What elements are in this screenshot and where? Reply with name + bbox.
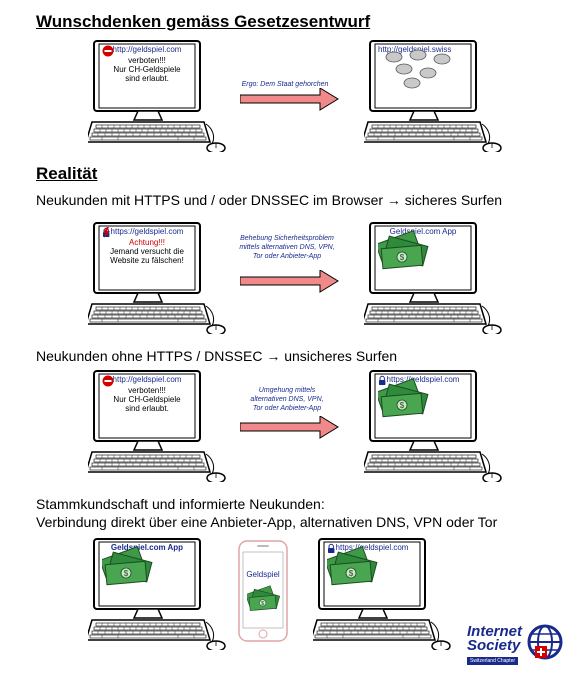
smartphone: Geldspiel bbox=[238, 540, 288, 642]
arrow-label-line: alternativen DNS, VPN, bbox=[250, 396, 324, 403]
computer-https: https://geldspiel.com bbox=[313, 538, 458, 650]
computer-blocked: http://geldspiel.com verboten!!! Nur CH-… bbox=[88, 40, 233, 152]
url-text: https://geldspiel.com bbox=[110, 227, 184, 236]
stop-icon bbox=[102, 375, 114, 387]
screen: http://geldspiel.com verboten!!! Nur CH-… bbox=[102, 375, 192, 437]
computer-app: Geldspiel.com App bbox=[364, 222, 509, 334]
url-text: https://geldspiel.com bbox=[335, 543, 409, 552]
screen: http://geldspiel.com verboten!!! Nur CH-… bbox=[102, 45, 192, 107]
blocked-text: verboten!!! bbox=[128, 386, 166, 395]
money-icon bbox=[247, 585, 280, 611]
arrow-label-line: Behebung Sicherheitsproblem bbox=[240, 235, 334, 242]
blocked-line: Nur CH-Geldspiele bbox=[113, 65, 181, 74]
globe-icon bbox=[527, 624, 563, 660]
url-text: http://geldspiel.com bbox=[112, 45, 182, 54]
stop-icon bbox=[102, 45, 114, 57]
app-title: Geldspiel.com App bbox=[389, 227, 457, 236]
right-arrow-icon bbox=[240, 416, 339, 439]
lightning-icon bbox=[103, 227, 110, 238]
money-icon bbox=[102, 546, 153, 586]
section-subtitle: Neukunden mit HTTPS und / oder DNSSEC im… bbox=[36, 192, 503, 208]
screen: https://geldspiel.com bbox=[378, 375, 468, 437]
screen: Geldspiel.com App bbox=[378, 227, 468, 289]
right-arrow-icon bbox=[240, 270, 339, 293]
url-text: https://geldspiel.com bbox=[386, 375, 460, 384]
money-icon bbox=[378, 230, 429, 270]
computer-app: Geldspiel.com App bbox=[88, 538, 233, 650]
reality-heading: Realität bbox=[36, 164, 98, 183]
logo-text: Society bbox=[467, 637, 521, 654]
url-text: http://geldspiel.swiss bbox=[378, 45, 452, 54]
screen: Geldspiel.com App bbox=[102, 543, 192, 605]
arrow-label-line: Tor oder Anbieter-App bbox=[252, 253, 322, 260]
money-icon bbox=[378, 378, 429, 418]
logo-text: Internet bbox=[467, 623, 523, 640]
warning-line: Website zu fälschen! bbox=[110, 256, 184, 265]
page-title: Wunschdenken gemäss Gesetzesentwurf bbox=[36, 12, 371, 31]
arrow-label: Behebung Sicherheitsproblem mittels alte… bbox=[225, 234, 349, 261]
blocked-line: Nur CH-Geldspiele bbox=[113, 395, 181, 404]
phone-app-title: Geldspiel bbox=[246, 570, 280, 579]
blocked-line: sind erlaubt. bbox=[125, 74, 169, 83]
internet-society-logo: Internet Society Switzerland Chapter bbox=[465, 618, 573, 674]
blocked-line: sind erlaubt. bbox=[125, 404, 169, 413]
screen: http://geldspiel.swiss bbox=[378, 45, 468, 107]
logo-chapter: Switzerland Chapter bbox=[467, 657, 519, 665]
computer-swiss: http://geldspiel.swiss bbox=[364, 40, 509, 152]
warning-text: Achtung!!! bbox=[128, 238, 166, 247]
section-subtitle: Verbindung direkt über eine Anbieter-App… bbox=[36, 514, 498, 530]
money-icon bbox=[327, 546, 378, 586]
arrow-label-line: Umgehung mittels bbox=[258, 387, 316, 394]
right-arrow-icon bbox=[240, 88, 339, 111]
screen: https://geldspiel.com Achtung!!! Jemand … bbox=[102, 227, 192, 289]
computer-warning: https://geldspiel.com Achtung!!! Jemand … bbox=[88, 222, 233, 334]
url-text: http://geldspiel.com bbox=[112, 375, 182, 384]
app-title: Geldspiel.com App bbox=[110, 543, 184, 552]
arrow-label-line: mittels alternativen DNS, VPN, bbox=[239, 244, 335, 251]
computer-blocked: http://geldspiel.com verboten!!! Nur CH-… bbox=[88, 370, 233, 482]
arrow-label-line: Tor oder Anbieter-App bbox=[252, 405, 322, 412]
warning-line: Jemand versucht die bbox=[110, 247, 184, 256]
coins-icon bbox=[385, 49, 451, 89]
screen: https://geldspiel.com bbox=[327, 543, 417, 605]
section-subtitle: Stammkundschaft und informierte Neukunde… bbox=[36, 496, 325, 512]
section-subtitle: Neukunden ohne HTTPS / DNSSEC → unsicher… bbox=[36, 348, 398, 364]
arrow-label: Ergo: Dem Staat gehorchen bbox=[241, 81, 329, 88]
computer-https: https://geldspiel.com bbox=[364, 370, 509, 482]
blocked-text: verboten!!! bbox=[128, 56, 166, 65]
arrow-label: Umgehung mittels alternativen DNS, VPN, … bbox=[229, 386, 345, 413]
